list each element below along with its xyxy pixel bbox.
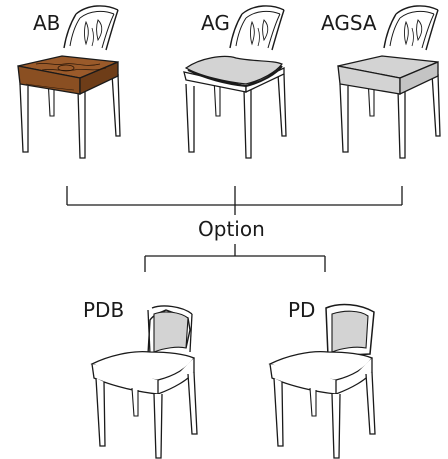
chair-pdb-illustration	[90, 305, 198, 459]
label-option: Option	[198, 217, 265, 241]
chair-agsa-illustration	[337, 5, 441, 159]
label-pdb: PDB	[83, 298, 125, 322]
chair-ab-illustration	[17, 5, 121, 159]
chair-ag-illustration	[183, 5, 287, 159]
bottom-bracket	[144, 244, 326, 272]
chair-pd-illustration	[268, 303, 376, 459]
label-pd: PD	[288, 298, 316, 322]
label-ag: AG	[201, 11, 230, 35]
top-bracket	[66, 186, 403, 215]
label-agsa: AGSA	[321, 11, 377, 35]
label-ab: AB	[33, 11, 61, 35]
